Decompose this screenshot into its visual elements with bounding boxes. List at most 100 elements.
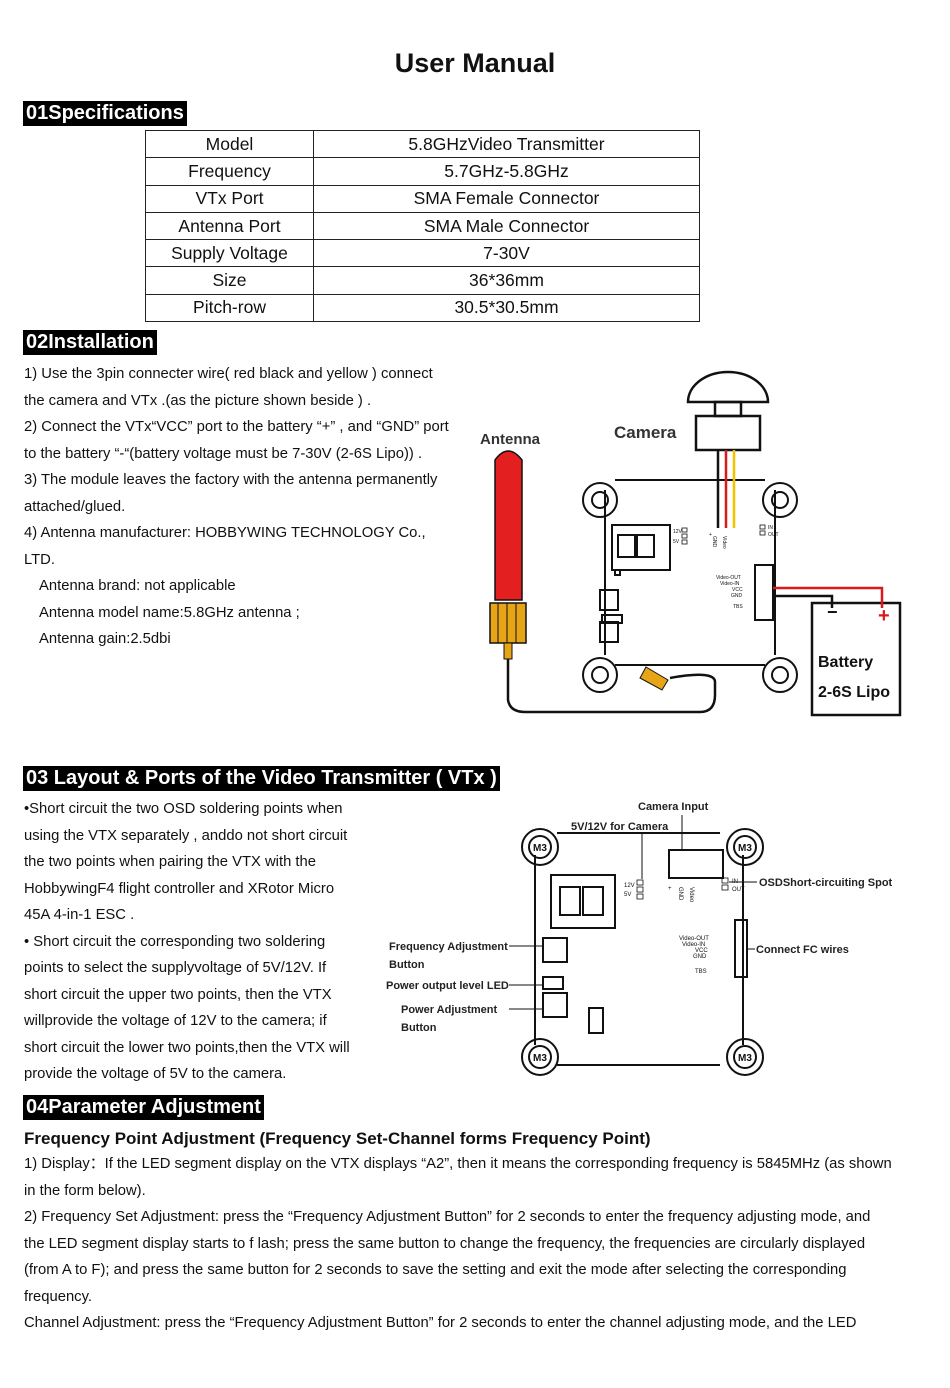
spec-value: 5.7GHz-5.8GHz <box>313 157 700 186</box>
layout-diagram: M3 M3 M3 M3 12V 5V + GND Video IN OUT Vi… <box>386 801 893 1076</box>
section-heading-parameter: 04Parameter Adjustment <box>23 1095 264 1120</box>
port-video-out-label: Video-OUT <box>716 575 741 581</box>
layout-text: •Short circuit the two OSD soldering poi… <box>24 796 350 1088</box>
spec-label: Size <box>145 266 314 295</box>
spec-label: Supply Voltage <box>145 239 314 268</box>
layout-line: short circuit the upper two points, then… <box>24 986 332 1003</box>
antenna-label: Antenna <box>480 431 541 448</box>
spec-value: 5.8GHzVideo Transmitter <box>313 129 700 159</box>
port-gnd-label: GND <box>731 593 743 599</box>
installation-line: 3) The module leaves the factory with th… <box>24 472 438 488</box>
installation-line: Antenna brand: not applicable <box>39 578 236 594</box>
spec-value: 36*36mm <box>313 266 700 295</box>
callout-lines <box>509 815 757 1010</box>
m3-hole-label: M3 <box>738 1053 752 1064</box>
layout-line: the two points when pairing the VTX with… <box>24 854 316 870</box>
layout-line: short circuit the lower two points,then … <box>24 1039 350 1056</box>
m3-hole-label: M3 <box>738 843 752 854</box>
camera-input-callout: Camera Input <box>638 801 709 813</box>
layout-line: provide the voltage of 5V to the camera. <box>24 1066 287 1082</box>
battery-plus: + <box>878 605 890 627</box>
installation-diagram: 12V 5V IN OUT + GND Video Video-OUT Vide… <box>480 370 902 717</box>
port-vcc-label: VCC <box>695 948 708 954</box>
installation-line: attached/glued. <box>24 498 126 515</box>
m3-hole-label: M3 <box>533 1053 547 1064</box>
layout-line: 45A 4-in-1 ESC . <box>24 907 135 923</box>
spec-value: 7-30V <box>313 239 700 268</box>
pin-plus-label: + <box>709 532 712 538</box>
port-tbs-label: TBS <box>695 969 707 975</box>
pad-in-label: IN <box>768 525 773 531</box>
section-heading-installation: 02Installation <box>23 330 157 355</box>
battery-minus: − <box>827 602 838 622</box>
battery-label: Battery <box>818 654 873 671</box>
pin-video-label: Video <box>688 887 694 903</box>
connect-fc-callout: Connect FC wires <box>756 944 849 956</box>
parameter-line: 2) Frequency Set Adjustment: press the “… <box>24 1209 871 1225</box>
parameter-text: 1) Display：If the LED segment display on… <box>24 1151 892 1337</box>
pin-gnd-label: GND <box>711 536 717 548</box>
camera-wires <box>716 450 736 528</box>
parameter-line: in the form below). <box>24 1182 146 1199</box>
battery-type-label: 2-6S Lipo <box>818 684 890 701</box>
installation-line: 4) Antenna manufacturer: HOBBYWING TECHN… <box>24 525 426 541</box>
installation-line: to the battery “-“(battery voltage must … <box>24 445 423 462</box>
installation-line: Antenna gain:2.5dbi <box>39 631 171 647</box>
spec-label: Frequency <box>145 157 314 186</box>
supply-voltage-callout: 5V/12V for Camera <box>571 821 669 833</box>
spec-label: Pitch-row <box>145 293 314 323</box>
parameter-line: (from A to F); and press the same button… <box>24 1262 847 1278</box>
port-tbs-label: TBS <box>733 604 743 610</box>
spec-value: SMA Male Connector <box>313 211 700 241</box>
power-button-callout: Power Adjustment <box>401 1004 497 1016</box>
pad-out-label: OUT <box>768 532 779 538</box>
pin-video-label: Video <box>721 536 727 549</box>
port-video-out-label: Video-OUT <box>679 936 709 942</box>
parameter-line: 1) Display：If the LED segment display on… <box>24 1156 892 1172</box>
battery-icon <box>810 601 902 717</box>
page-title: User Manual <box>394 48 556 78</box>
camera-label: Camera <box>614 423 677 442</box>
section-heading-layout: 03 Layout & Ports of the Video Transmitt… <box>23 766 500 791</box>
port-gnd-label: GND <box>693 954 707 960</box>
installation-text: 1) Use the 3pin connecter wire( red blac… <box>24 361 449 653</box>
installation-line: 2) Connect the VTx“VCC” port to the batt… <box>24 419 449 435</box>
port-vcc-label: VCC <box>732 587 743 593</box>
pin-gnd-label: GND <box>677 887 683 901</box>
spec-value: 30.5*30.5mm <box>313 293 700 323</box>
installation-line: LTD. <box>24 551 55 568</box>
antenna-icon <box>489 450 717 714</box>
installation-line: Antenna model name:5.8GHz antenna ; <box>39 604 300 621</box>
vtx-board-layout <box>521 828 764 1076</box>
layout-line: HobbywingF4 flight controller and XRotor… <box>24 880 335 897</box>
camera-icon <box>686 370 770 452</box>
pad-labels: 12V 5V IN OUT + GND Video Video-OUT Vide… <box>673 524 779 610</box>
port-video-in-label: Video-IN <box>682 942 705 948</box>
spec-label: Antenna Port <box>145 211 314 241</box>
layout-line: • Short circuit the corresponding two so… <box>24 933 326 950</box>
layout-line: using the VTX separately , anddo not sho… <box>24 827 348 844</box>
layout-line: willprovide the voltage of 12V to the ca… <box>24 1013 327 1029</box>
frequency-point-subheading: Frequency Point Adjustment (Frequency Se… <box>24 1129 651 1148</box>
pad-labels-layout: 12V 5V + GND Video IN OUT Video-OUT Vide… <box>624 877 745 975</box>
m3-hole-label: M3 <box>533 843 547 854</box>
layout-line: points to select the supplyvoltage of 5V… <box>24 960 327 976</box>
section-heading-specifications: 01Specifications <box>23 101 187 126</box>
spec-label: VTx Port <box>145 184 314 213</box>
port-video-in-label: Video-IN <box>720 581 740 587</box>
layout-line: •Short circuit the two OSD soldering poi… <box>24 801 343 817</box>
pad-12v-label: 12V <box>624 883 635 889</box>
frequency-button-callout-2: Button <box>389 959 425 971</box>
spec-label: Model <box>145 129 314 159</box>
parameter-line: frequency. <box>24 1288 92 1305</box>
pad-12v-label: 12V <box>673 529 683 535</box>
frequency-button-callout: Frequency Adjustment <box>389 941 508 953</box>
